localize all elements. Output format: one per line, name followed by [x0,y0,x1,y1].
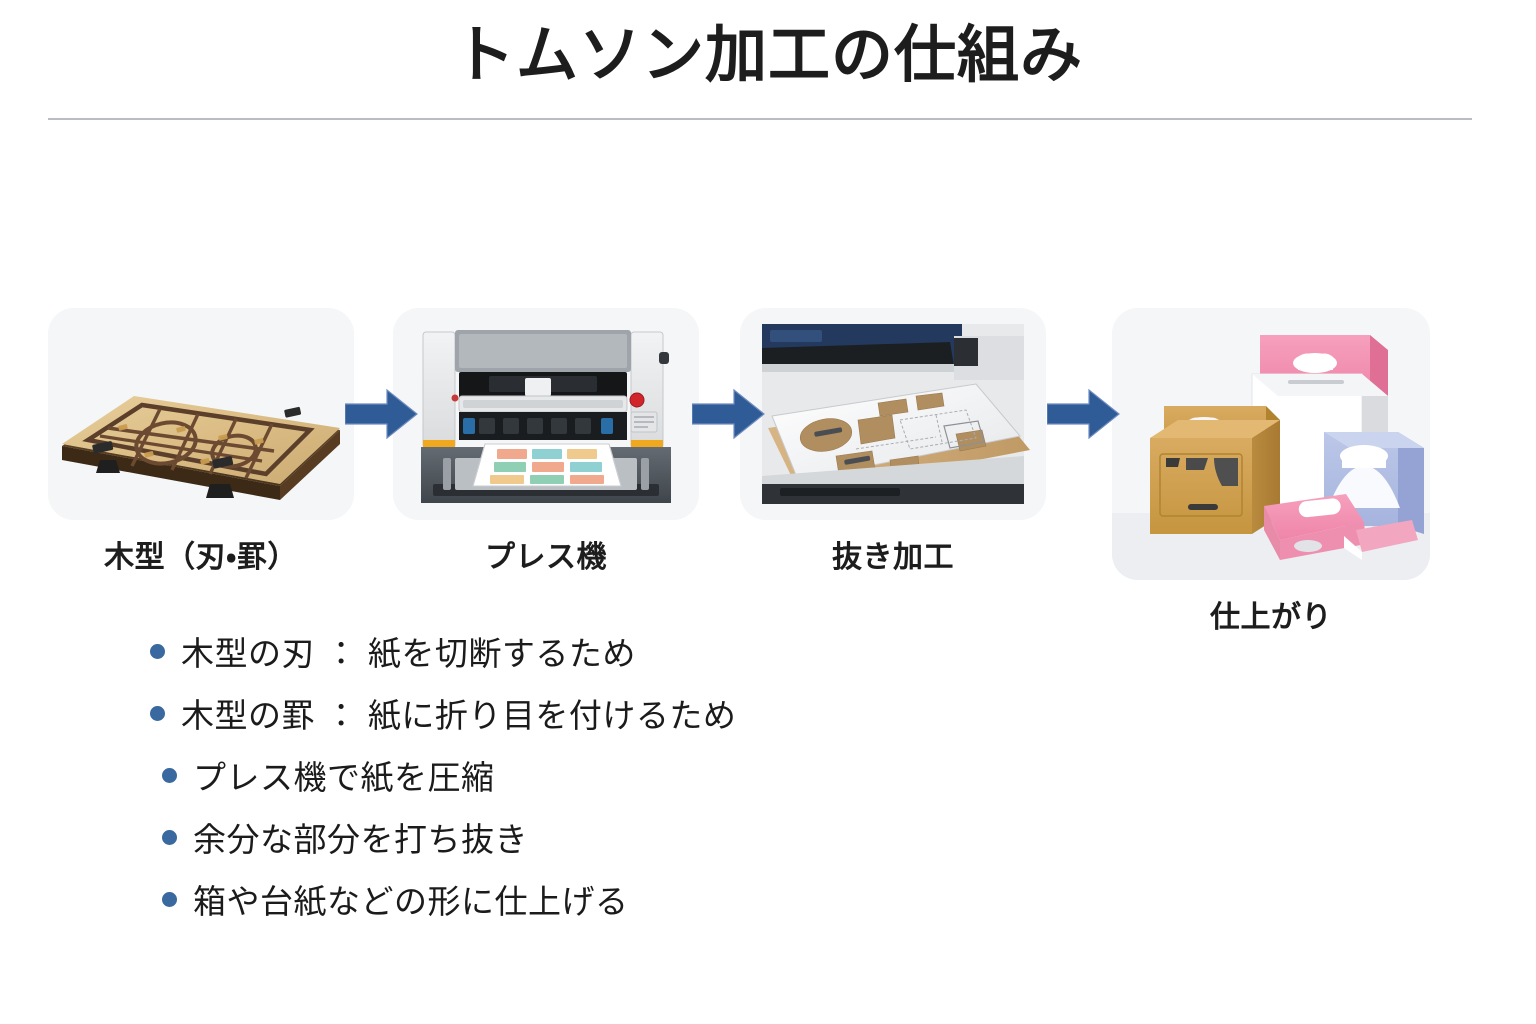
page-title: トムソン加工の仕組み [452,21,1083,90]
finished-boxes-image [1112,308,1430,580]
flow-step-label: 仕上がり [1210,601,1332,634]
list-item-label: 余分な部分を打ち抜き [193,821,528,858]
wooden-die-board-image [48,308,354,520]
list-item: プレス機で紙を圧縮 [150,744,1050,806]
die-cutting-sheet-image [740,308,1046,520]
list-item: 木型の刃 ： 紙を切断するため [150,620,1050,682]
bullet-dot-icon [150,643,165,659]
press-machine-image [393,308,699,520]
bullet-dot-icon [162,767,177,783]
right-arrow-icon [691,388,766,440]
flow-step-label: プレス機 [485,541,607,574]
flow-step-die-cutting: 抜き加工 [740,308,1046,576]
step-image-card [393,308,699,520]
list-item-label: 箱や台紙などの形に仕上げる [193,883,629,920]
notes-list: 木型の刃 ： 紙を切断するため 木型の罫 ： 紙に折り目を付けるため プレス機で… [150,620,1050,930]
step-image-card [48,308,354,520]
flow-step-wooden-die: 木型（刃・罫） [48,308,354,576]
list-item: 箱や台紙などの形に仕上げる [150,868,1050,930]
list-item-label: プレス機で紙を圧縮 [193,759,495,796]
list-item: 余分な部分を打ち抜き [150,806,1050,868]
step-image-card [1112,308,1430,580]
flow-step-label: 抜き加工 [832,541,954,574]
list-item-label: 木型の罫 ： 紙に折り目を付けるため [181,697,737,734]
list-item: 木型の罫 ： 紙に折り目を付けるため [150,682,1050,744]
bullet-dot-icon [162,829,177,845]
step-image-card [740,308,1046,520]
list-item-label: 木型の刃 ： 紙を切断するため [181,635,636,672]
flow-step-finished: 仕上がり [1112,308,1430,636]
flow-step-label: 木型（刃・罫） [104,541,298,574]
right-arrow-icon [344,388,419,440]
flow-step-press-machine: プレス機 [393,308,699,576]
bullet-dot-icon [162,891,177,907]
bullet-dot-icon [150,705,165,721]
title-divider [48,118,1472,120]
right-arrow-icon [1046,388,1121,440]
